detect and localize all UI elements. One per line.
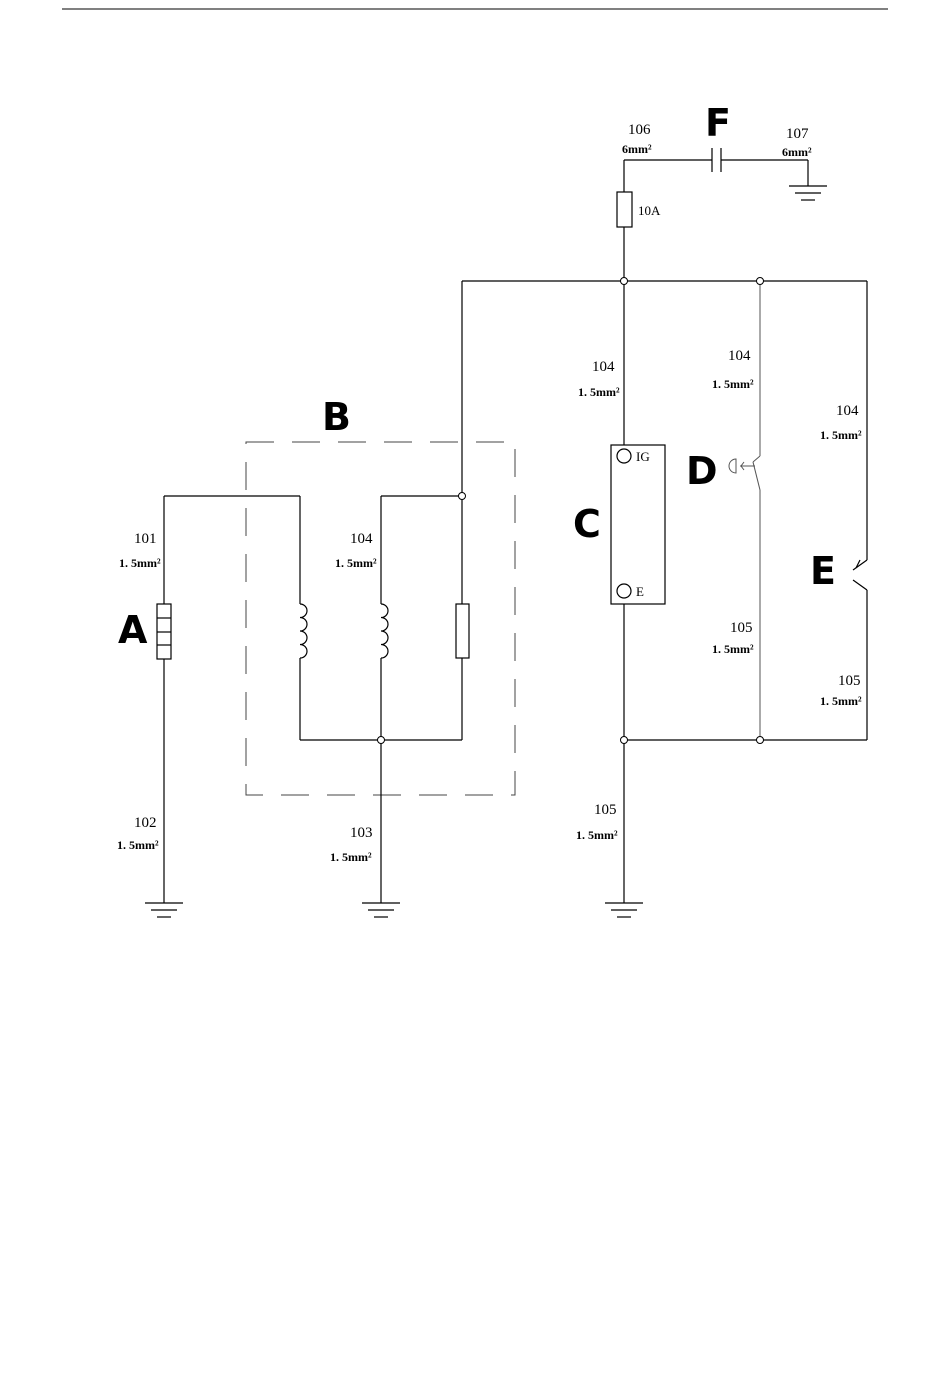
label-b: B <box>322 395 351 439</box>
ground-symbol-b <box>362 903 400 917</box>
label-c: C <box>573 502 601 546</box>
wire-number: 103 <box>350 825 373 841</box>
pin-e-label: E <box>636 584 644 599</box>
wire-gauge: 1. 5mm² <box>335 556 377 570</box>
wire-gauge: 1. 5mm² <box>119 556 161 570</box>
wire-gauge: 1. 5mm² <box>578 385 620 399</box>
wire-gauge: 1. 5mm² <box>820 694 862 708</box>
ground-symbol-battery <box>789 186 827 200</box>
pin-ig-terminal <box>617 449 631 463</box>
ground-symbol-c <box>605 903 643 917</box>
component-a <box>145 496 300 917</box>
wire-number: 105 <box>838 673 861 689</box>
wire-number: 107 <box>786 126 809 142</box>
wire-gauge: 6mm² <box>782 145 812 159</box>
wire-number: 102 <box>134 815 157 831</box>
pin-e-terminal <box>617 584 631 598</box>
wire-gauge: 6mm² <box>622 142 652 156</box>
wire-number: 104 <box>592 359 615 375</box>
wire-number: 106 <box>628 122 651 138</box>
wire-gauge: 1. 5mm² <box>712 642 754 656</box>
junction-nodes <box>378 278 764 744</box>
wire-gauge: 1. 5mm² <box>576 828 618 842</box>
wire-number: 104 <box>728 348 751 364</box>
ground-symbol-a <box>145 903 183 917</box>
junction-node <box>757 737 764 744</box>
switch-e <box>853 560 867 740</box>
switch-d <box>729 456 760 740</box>
junction-node <box>378 737 385 744</box>
wire-number: 101 <box>134 531 157 547</box>
resistor <box>456 604 469 658</box>
junction-node <box>621 278 628 285</box>
component-b <box>246 442 515 917</box>
coil-left-icon <box>300 604 307 658</box>
fuse-rating: 10A <box>638 203 661 218</box>
label-a: A <box>118 608 148 652</box>
label-f: F <box>705 101 731 145</box>
wire-number: 105 <box>730 620 753 636</box>
push-button-icon <box>729 459 736 473</box>
pin-ig-label: IG <box>636 449 650 464</box>
junction-node <box>459 493 466 500</box>
wire-number: 104 <box>836 403 859 419</box>
label-d: D <box>686 449 718 493</box>
wire-gauge: 1. 5mm² <box>117 838 159 852</box>
coil-right-icon <box>381 604 388 658</box>
fuse <box>617 192 632 227</box>
wire-number: 104 <box>350 531 373 547</box>
junction-node <box>757 278 764 285</box>
wire-number: 105 <box>594 802 617 818</box>
label-e: E <box>810 549 836 593</box>
return-bus <box>605 740 867 917</box>
wire-gauge: 1. 5mm² <box>712 377 754 391</box>
module-c-body <box>611 445 665 604</box>
wire-gauge: 1. 5mm² <box>820 428 862 442</box>
wire-gauge: 1. 5mm² <box>330 850 372 864</box>
junction-node <box>621 737 628 744</box>
